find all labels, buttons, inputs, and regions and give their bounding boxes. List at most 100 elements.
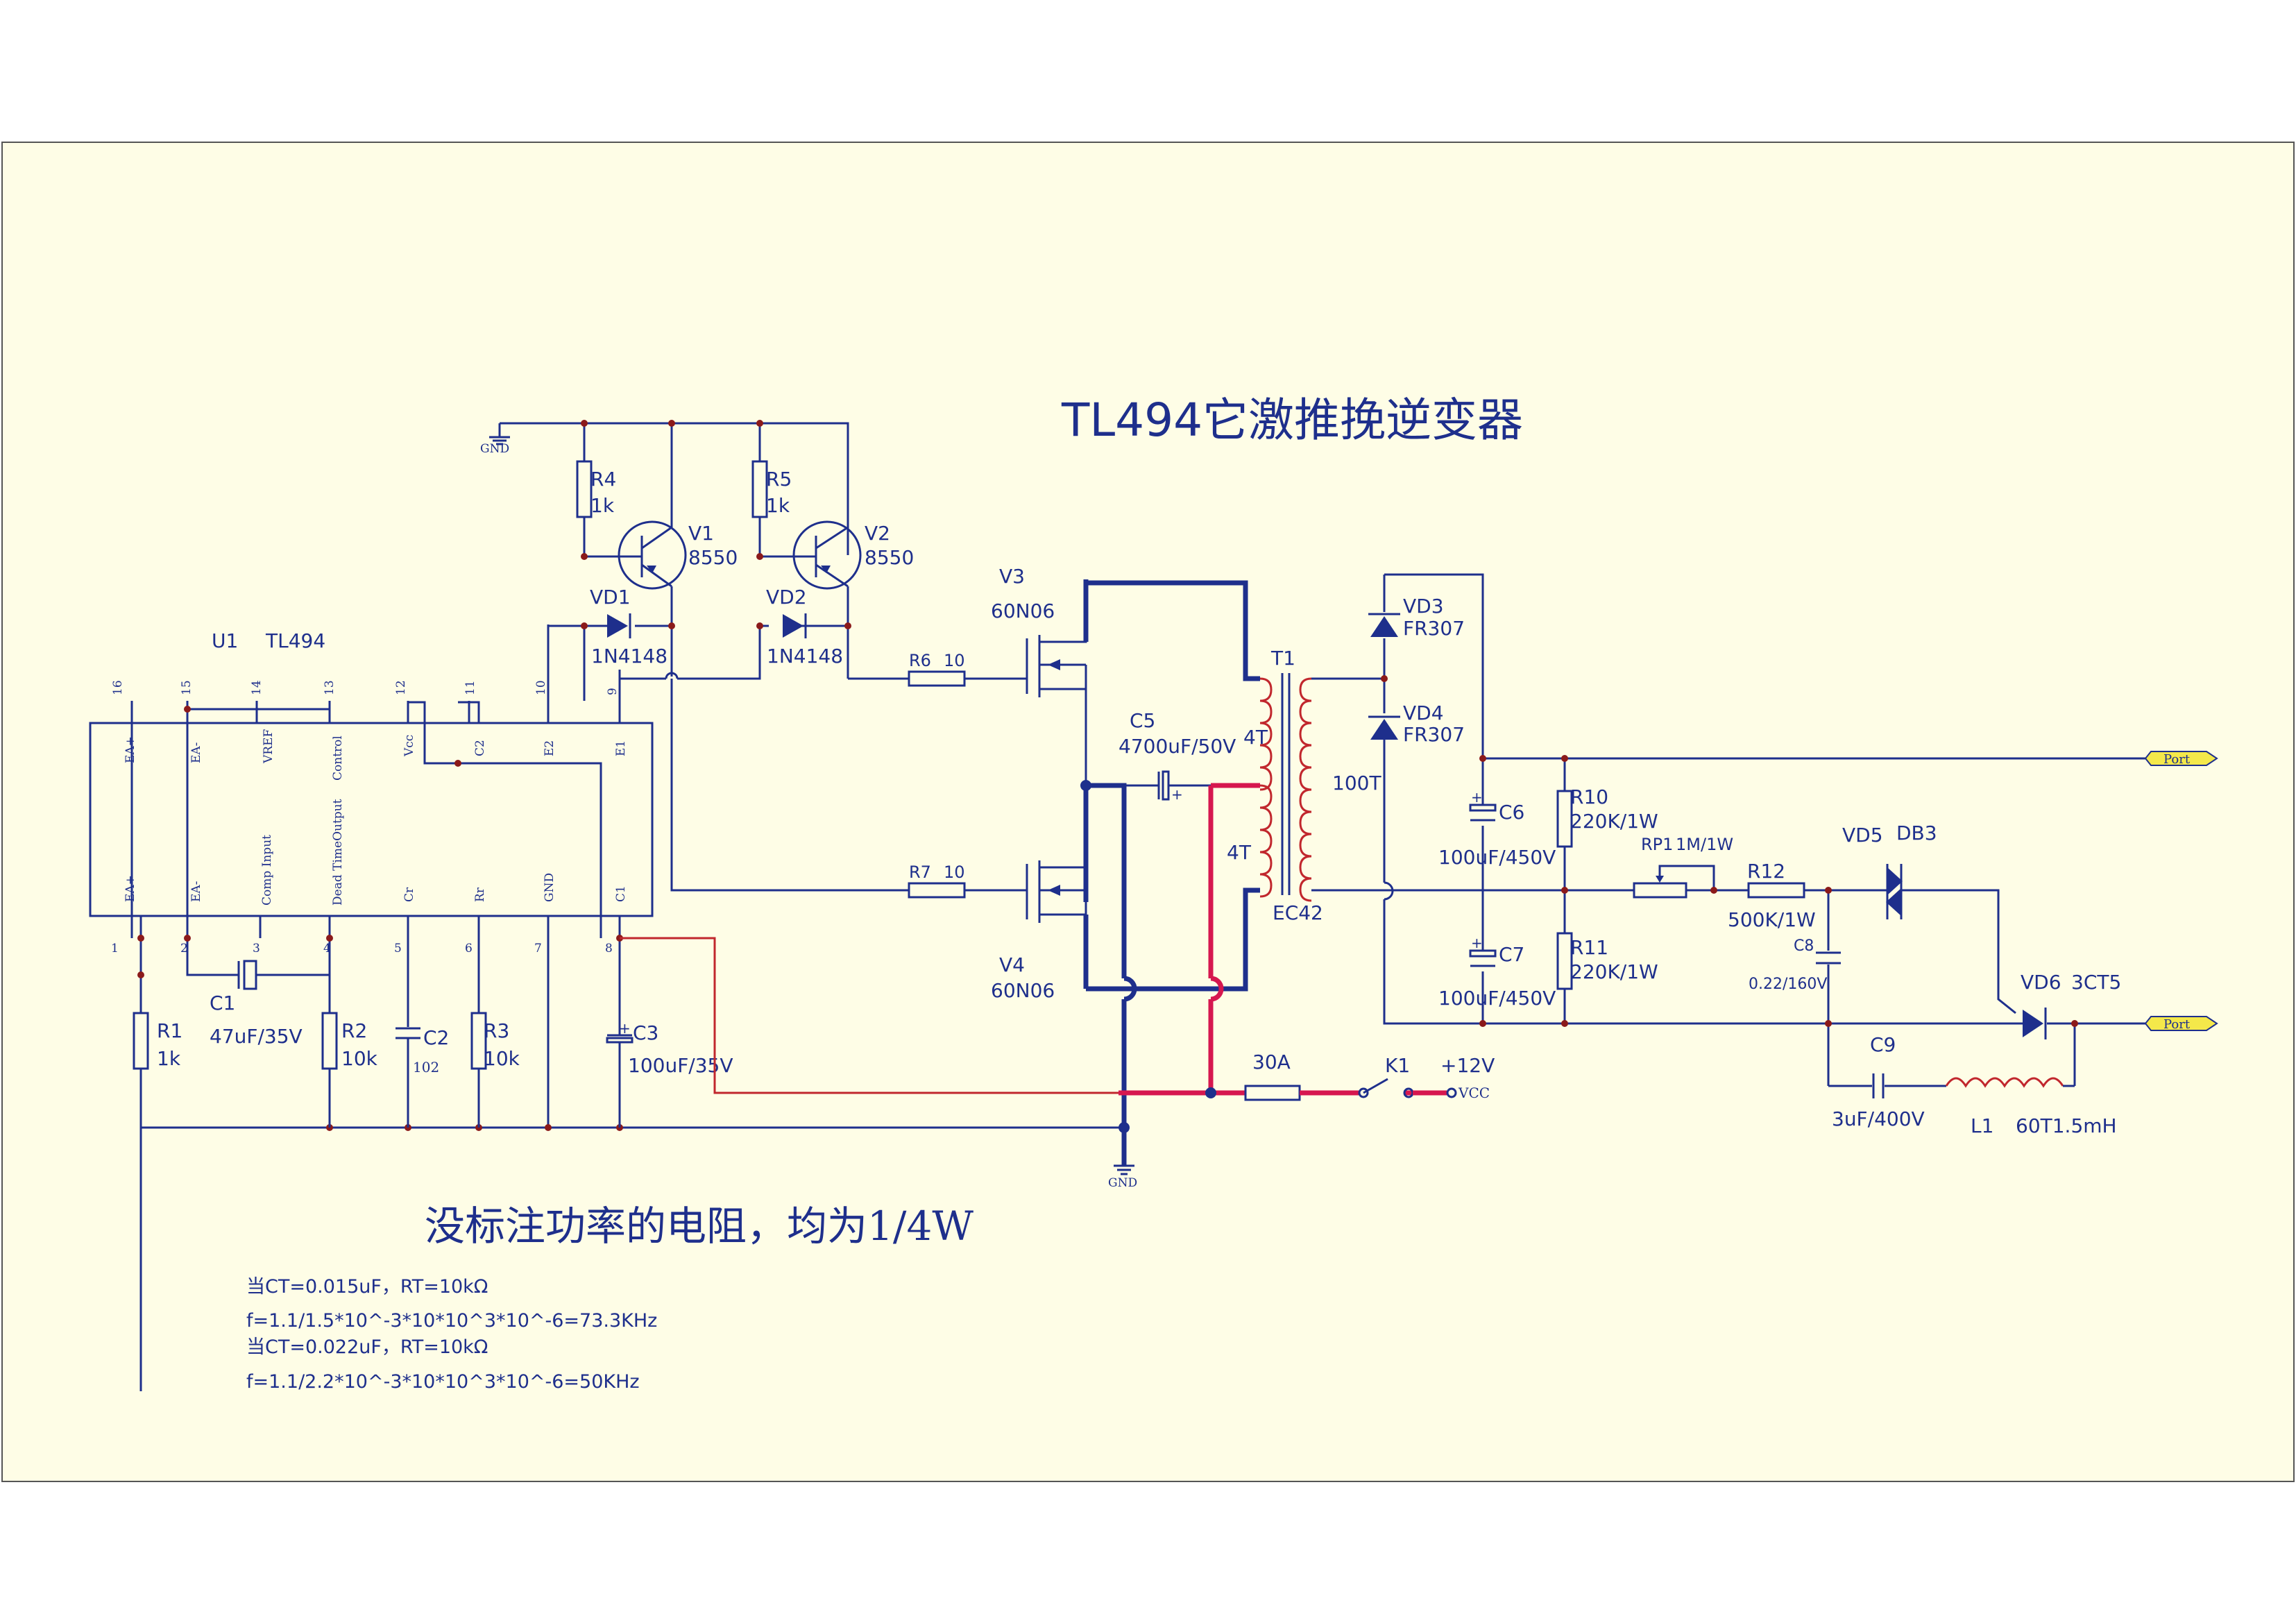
r4-ref: R4 [590, 468, 616, 491]
ic-part: TL494 [265, 629, 325, 652]
note-line-2: f=1.1/1.5*10^-3*10*10^3*10^-6=73.3KHz [246, 1310, 657, 1332]
vcc-label: VCC [1458, 1085, 1490, 1101]
ic-wiring [130, 624, 1124, 1391]
pin-9-num: 9 [606, 688, 620, 695]
diode-vd3: VD3 FR307 [1368, 595, 1465, 640]
r7-ref: R7 [909, 863, 931, 882]
pin-1-name: EA+ [124, 875, 137, 902]
l1-value: 60T1.5mH [2016, 1114, 2117, 1137]
pin-7-name: GND [543, 873, 556, 902]
r1-value: 1k [157, 1047, 181, 1070]
svg-text:+: + [1471, 789, 1483, 806]
pin-11-num: 11 [464, 680, 477, 695]
vd6-ref: VD6 [2021, 971, 2061, 994]
resistor-r6: R6 10 [908, 651, 966, 687]
pin-12-num: 12 [394, 680, 408, 695]
svg-text:+: + [619, 1020, 631, 1037]
r6-ref: R6 [909, 651, 931, 670]
resistor-r7: R7 10 [908, 863, 966, 899]
c3-ref: C3 [633, 1021, 658, 1044]
r3-ref: R3 [484, 1019, 509, 1042]
pin-16-num: 16 [111, 680, 125, 695]
fuse: 30A [1244, 1051, 1301, 1101]
r1-ref: R1 [157, 1019, 182, 1042]
pin-14-num: 14 [250, 680, 264, 695]
resistor-r10: R10 220K/1W [1556, 785, 1658, 848]
pin-5-num: 5 [394, 942, 402, 955]
c6-ref: C6 [1499, 801, 1524, 824]
resistor-r3: R3 10k [470, 1012, 520, 1128]
c1-value: 47uF/35V [210, 1025, 303, 1048]
r10-ref: R10 [1570, 785, 1608, 808]
r2-ref: R2 [341, 1019, 367, 1042]
c5-value: 4700uF/50V [1119, 735, 1236, 758]
diac-vd5: VD5 DB3 [1842, 822, 1937, 919]
capacitor-c1: C1 47uF/35V [210, 960, 303, 1048]
pin-6-name: Rr [473, 887, 487, 902]
pin-10-num: 10 [534, 680, 548, 695]
r5-value: 1k [766, 494, 790, 517]
resistor-r11: R11 220K/1W [1556, 932, 1658, 990]
secondary-wiring [1311, 573, 2151, 1087]
pin-4-name: Dead TimeOutput [331, 799, 345, 906]
v1-value: 8550 [688, 546, 738, 569]
resistor-r1: R1 1k [133, 1012, 182, 1070]
c5-ref: C5 [1130, 709, 1155, 732]
vd5-value: DB3 [1896, 822, 1937, 844]
pin-12-name: Vcc [402, 735, 416, 757]
pin-9-name: E1 [614, 740, 628, 756]
r3-value: 10k [484, 1047, 520, 1070]
v4-ref: V4 [999, 953, 1025, 976]
switch-k1[interactable]: K1 +12V [1358, 1054, 1495, 1098]
gnd-symbol-bottom: GND [1108, 1128, 1137, 1190]
pin-1-num: 1 [111, 942, 119, 955]
c2-ref: C2 [423, 1026, 449, 1049]
c1-ref: C1 [210, 992, 235, 1014]
pin-13-name: Control [331, 736, 345, 781]
diode-vd4: VD4 FR307 [1368, 702, 1465, 746]
c1-drive-net [620, 937, 1119, 1094]
ic-u1: U1 TL494 16 15 14 13 12 11 10 9 EA+ EA- … [89, 629, 654, 955]
t1-primary-lower: 4T [1227, 841, 1252, 864]
svg-text:+: + [1171, 786, 1183, 803]
rp1-ref: RP1 [1641, 835, 1673, 854]
port-bottom[interactable]: Port [2144, 1016, 2218, 1032]
transistor-v2: V2 8550 [792, 520, 914, 590]
pin-7-num: 7 [534, 942, 542, 955]
note-line-1: 当CT=0.015uF，RT=10kΩ [246, 1276, 488, 1298]
c9-value: 3uF/400V [1832, 1107, 1925, 1130]
gnd-label-top: GND [480, 442, 509, 456]
vd4-ref: VD4 [1403, 702, 1444, 724]
schematic-title: TL494它激推挽逆变器 [1061, 393, 1523, 447]
r2-value: 10k [341, 1047, 378, 1070]
pin-11-name: C2 [473, 740, 487, 756]
inductor-l1: L1 60T1.5mH [1945, 1077, 2117, 1137]
capacitor-c7: + C7 100uF/450V [1438, 935, 1556, 1010]
r10-value: 220K/1W [1570, 810, 1658, 833]
r11-value: 220K/1W [1570, 960, 1658, 983]
capacitor-c6: + C6 100uF/450V [1438, 789, 1556, 869]
capacitor-c9: C9 3uF/400V [1832, 1033, 1925, 1130]
gnd-symbol-top: GND [480, 436, 510, 456]
c6-value: 100uF/450V [1438, 846, 1556, 869]
port-top[interactable]: Port [2144, 751, 2218, 767]
l1-ref: L1 [1971, 1114, 1993, 1137]
r7-value: 10 [944, 863, 965, 882]
t1-secondary: 100T [1332, 772, 1381, 794]
r12-ref: R12 [1747, 860, 1785, 883]
capacitor-c8: C8 0.22/160V [1749, 937, 1841, 993]
r12-value: 500K/1W [1728, 908, 1816, 931]
t1-core: EC42 [1273, 901, 1323, 924]
c8-value: 0.22/160V [1749, 976, 1827, 993]
pin-8-num: 8 [605, 942, 613, 955]
pin-3-num: 3 [253, 942, 260, 955]
pin-3-name: Comp Input [260, 835, 274, 906]
pin-8-name: C1 [614, 885, 628, 902]
port-bottom-label: Port [2163, 1017, 2191, 1032]
r11-ref: R11 [1570, 936, 1608, 959]
fuse-value: 30A [1252, 1051, 1291, 1073]
capacitor-c5: + C5 4700uF/50V [1119, 709, 1236, 803]
vd5-ref: VD5 [1842, 824, 1883, 847]
pin-16-name: EA+ [124, 736, 137, 763]
